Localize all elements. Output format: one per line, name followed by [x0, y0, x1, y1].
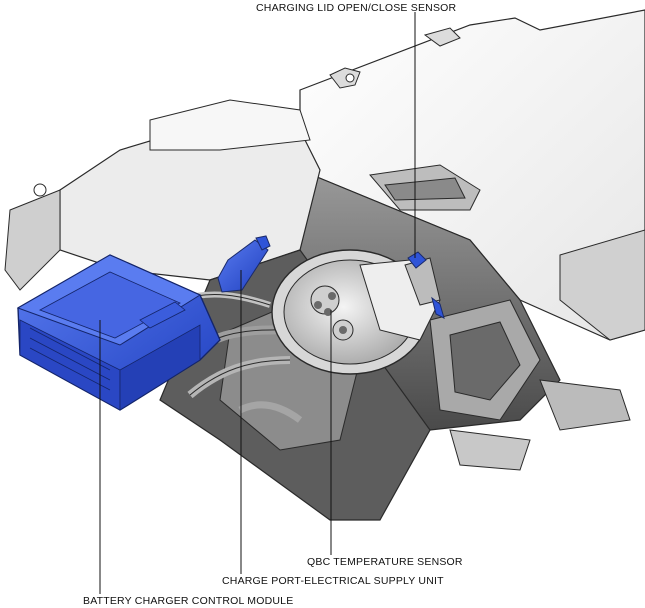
supply-unit-connector-part [217, 235, 271, 293]
charge-port-supply-unit-label: CHARGE PORT-ELECTRICAL SUPPLY UNIT [222, 575, 444, 587]
leader-lines [99, 12, 416, 594]
battery-charger-module-part [16, 254, 221, 411]
charge-port-assembly [271, 249, 441, 375]
qbc-temperature-sensor-label: QBC TEMPERATURE SENSOR [307, 556, 463, 568]
battery-pack-tray [299, 9, 645, 431]
battery-charger-module-label: BATTERY CHARGER CONTROL MODULE [83, 595, 294, 607]
charging-lid-sensor-label: CHARGING LID OPEN/CLOSE SENSOR [256, 2, 457, 14]
